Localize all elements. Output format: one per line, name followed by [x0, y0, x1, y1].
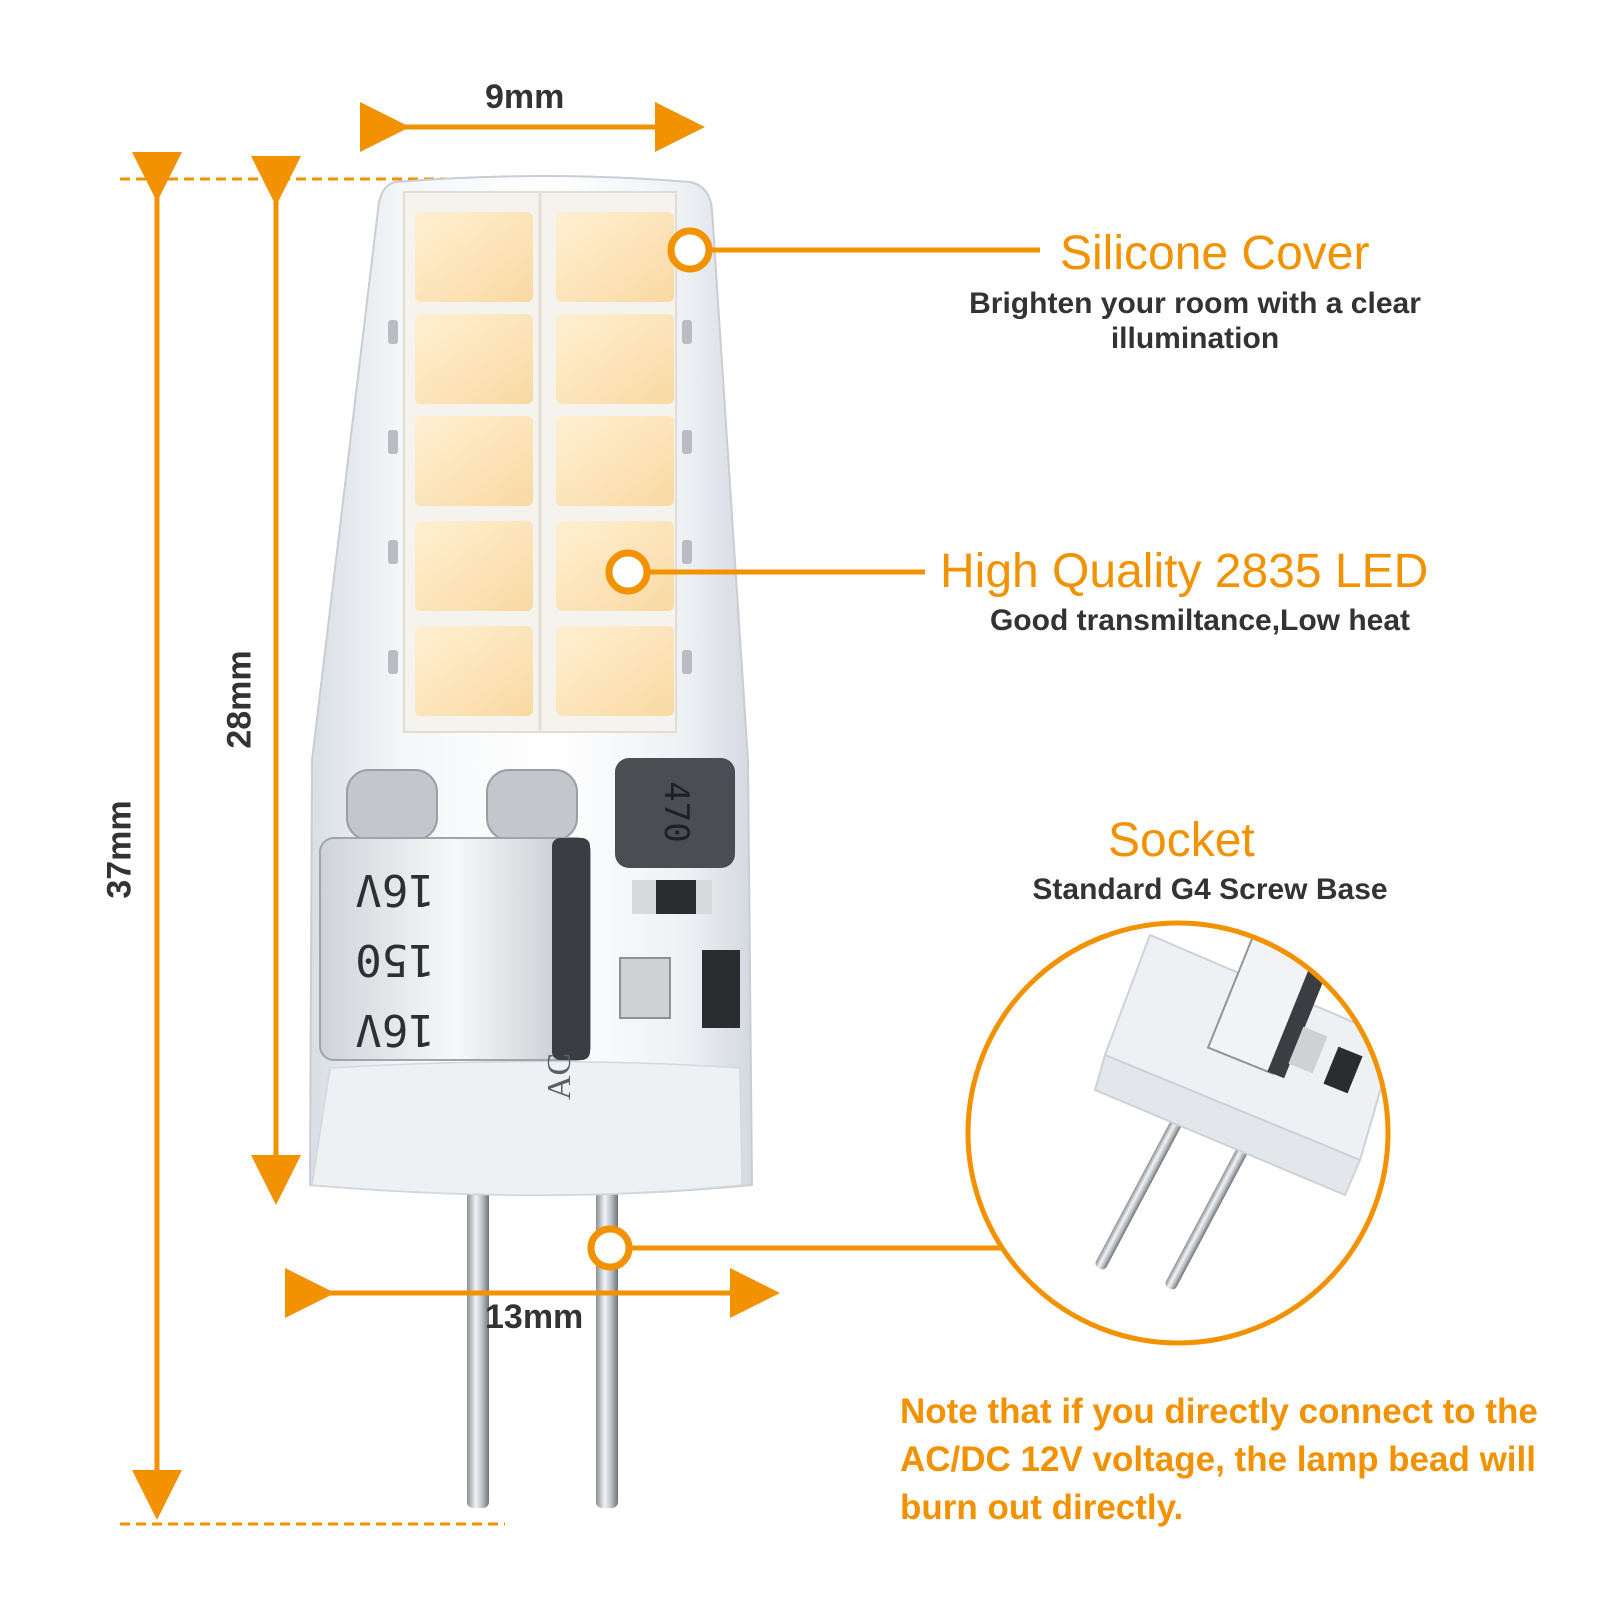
- solder-pads: [388, 320, 692, 674]
- socket-desc: Standard G4 Screw Base: [1032, 873, 1388, 906]
- dim-label-13mm: 13mm: [485, 1298, 584, 1336]
- inductor-marking: 470: [656, 781, 696, 842]
- led-chip: [415, 314, 533, 404]
- led-chip: [556, 314, 674, 404]
- pin-left: [467, 1190, 489, 1508]
- led-chip: [415, 212, 533, 302]
- diode-side: [702, 950, 740, 1028]
- body-base-ring: [311, 1060, 743, 1196]
- marker-socket: [587, 1225, 633, 1271]
- zoom-ring: [965, 920, 1391, 1346]
- marker-silicone: [667, 227, 713, 273]
- capacitor-band: [552, 838, 590, 1060]
- marker-led: [605, 549, 651, 595]
- led-chip: [556, 212, 674, 302]
- led-chip: [415, 626, 533, 716]
- led-chip-grid: [415, 212, 674, 716]
- zoom-component: [1288, 1026, 1328, 1074]
- capacitor-markings: 16V 150 16V: [355, 864, 434, 1055]
- cap-voltage-1: 16V: [355, 1004, 434, 1055]
- led-chip: [556, 416, 674, 506]
- dim-label-9mm: 9mm: [485, 78, 565, 116]
- socket-zoom-view: [965, 920, 1391, 1346]
- solder-blob-right: [486, 769, 578, 841]
- led-desc: Good transmiltance,Low heat: [989, 604, 1411, 637]
- cap-voltage-2: 16V: [355, 864, 434, 915]
- led-chip: [415, 521, 533, 611]
- solder-blob-left: [346, 769, 438, 841]
- zoom-capacitor-band: [1267, 969, 1326, 1079]
- inductor: [615, 758, 735, 868]
- ac-marking: AC: [541, 1053, 578, 1100]
- diode-top-body: [656, 880, 696, 914]
- zoom-component: [1323, 1046, 1363, 1094]
- silicone-cover-desc: Brighten your room with a clear illumina…: [969, 287, 1421, 355]
- cap-value: 150: [355, 934, 434, 985]
- dim-label-28mm: 28mm: [220, 650, 259, 749]
- silicone-cover-title: Silicone Cover: [1060, 227, 1370, 280]
- resistor: [619, 957, 671, 1019]
- socket-title: Socket: [1108, 814, 1255, 867]
- dim-label-37mm: 37mm: [100, 800, 139, 899]
- zoom-pin-left: [1095, 1090, 1197, 1270]
- warning-note: Note that if you directly connect to the…: [900, 1392, 1538, 1527]
- led-chip: [556, 626, 674, 716]
- led-title: High Quality 2835 LED: [940, 545, 1429, 598]
- led-chip: [415, 416, 533, 506]
- zoom-base: [1093, 1053, 1362, 1197]
- zoom-pin-right: [1165, 1110, 1267, 1290]
